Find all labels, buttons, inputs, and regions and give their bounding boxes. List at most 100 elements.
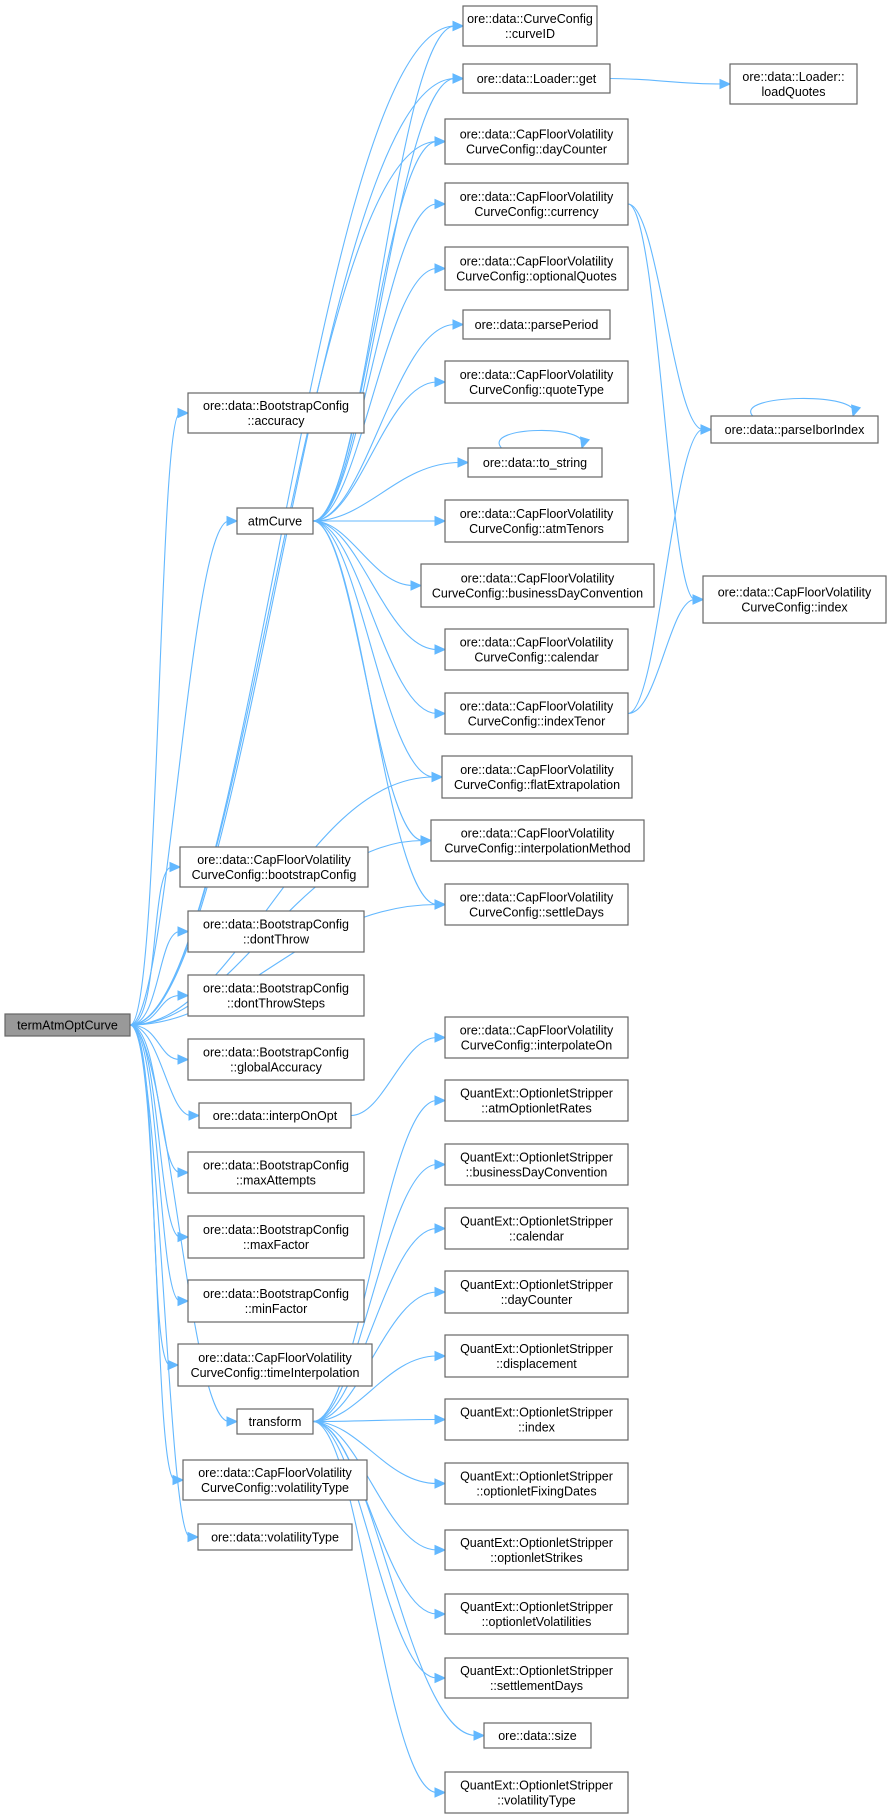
edge-atm-curve-to-cfvc-atm-tenors <box>312 515 447 527</box>
arrowhead-icon <box>177 926 190 937</box>
node-os-settlement-days[interactable]: QuantExt::OptionletStripper::settlementD… <box>444 1657 629 1699</box>
edge-line <box>609 77 723 85</box>
node-os-displacement[interactable]: QuantExt::OptionletStripper::displacemen… <box>444 1334 629 1378</box>
node-os-optionlet-strikes[interactable]: QuantExt::OptionletStripper::optionletSt… <box>444 1529 629 1571</box>
node-label: QuantExt::OptionletStripper <box>460 1342 613 1356</box>
node-cfvc-atm-tenors[interactable]: ore::data::CapFloorVolatilityCurveConfig… <box>444 499 629 543</box>
node-box <box>444 1334 629 1378</box>
edge-line <box>129 1024 192 1117</box>
node-os-index[interactable]: QuantExt::OptionletStripper::index <box>444 1398 629 1441</box>
node-box <box>430 819 645 862</box>
arrowhead-icon <box>473 1730 486 1741</box>
node-cfvc-settle-days[interactable]: ore::data::CapFloorVolatilityCurveConfig… <box>444 883 629 926</box>
node-cfvc-interpolation-method[interactable]: ore::data::CapFloorVolatilityCurveConfig… <box>430 819 645 862</box>
node-bc-dont-throw[interactable]: ore::data::BootstrapConfig::dontThrow <box>187 910 365 953</box>
node-os-day-counter[interactable]: QuantExt::OptionletStripper::dayCounter <box>444 1270 629 1314</box>
node-to-string[interactable]: ore::data::to_string <box>467 447 603 478</box>
node-bc-max-attempts[interactable]: ore::data::BootstrapConfig::maxAttempts <box>187 1151 365 1194</box>
node-label: ::maxAttempts <box>236 1174 316 1188</box>
node-label: ore::data::CapFloorVolatility <box>460 636 614 650</box>
node-os-business-day-convention[interactable]: QuantExt::OptionletStripper::businessDay… <box>444 1143 629 1186</box>
node-bc-accuracy[interactable]: ore::data::BootstrapConfig::accuracy <box>187 392 365 434</box>
arrowhead-icon <box>452 20 465 32</box>
node-volatility-type[interactable]: ore::data::volatilityType <box>197 1523 353 1551</box>
node-box <box>177 1343 373 1387</box>
edge-transform-to-os-displacement <box>312 1350 447 1423</box>
node-label: QuantExt::OptionletStripper <box>460 1406 613 1420</box>
arrowhead-icon <box>434 1478 447 1489</box>
edge-line <box>750 397 854 417</box>
node-label: ore::data::BootstrapConfig <box>203 1287 349 1301</box>
node-label: QuantExt::OptionletStripper <box>460 1087 613 1101</box>
node-box <box>462 63 611 94</box>
node-box <box>444 499 629 543</box>
node-cfvc-currency[interactable]: ore::data::CapFloorVolatilityCurveConfig… <box>444 182 629 226</box>
node-loader-get[interactable]: ore::data::Loader::get <box>462 63 611 94</box>
node-os-optionlet-volatilities[interactable]: QuantExt::OptionletStripper::optionletVo… <box>444 1593 629 1635</box>
node-os-atm-optionlet-rates[interactable]: QuantExt::OptionletStripper::atmOptionle… <box>444 1079 629 1122</box>
node-label: CurveConfig::businessDayConvention <box>432 587 643 601</box>
arrowhead-icon <box>169 861 182 873</box>
node-atm-curve[interactable]: atmCurve <box>236 507 314 535</box>
node-term-atm-opt-curve[interactable]: termAtmOptCurve <box>4 1013 131 1037</box>
arrowhead-icon <box>434 644 447 655</box>
node-size[interactable]: ore::data::size <box>483 1722 592 1749</box>
node-box <box>444 1079 629 1122</box>
node-label: ore::data::CapFloorVolatility <box>460 190 614 204</box>
arrowhead-icon <box>177 1295 190 1307</box>
node-label: ore::data::CapFloorVolatility <box>198 1351 352 1365</box>
edge-transform-to-os-index <box>312 1414 447 1425</box>
edge-line <box>129 1024 230 1423</box>
node-label: ore::data::CapFloorVolatility <box>461 572 615 586</box>
node-box <box>444 118 629 165</box>
arrowhead-icon <box>226 515 239 527</box>
node-parse-ibor-index[interactable]: ore::data::parseIborIndex <box>710 415 879 444</box>
node-cfvc-quote-type[interactable]: ore::data::CapFloorVolatilityCurveConfig… <box>444 360 629 404</box>
node-cfvc-bootstrap-config[interactable]: ore::data::CapFloorVolatilityCurveConfig… <box>179 846 369 888</box>
node-bc-min-factor[interactable]: ore::data::BootstrapConfig::minFactor <box>187 1279 365 1323</box>
node-box <box>444 1771 629 1814</box>
node-label: ::displacement <box>496 1357 577 1371</box>
edge-term-atm-opt-curve-to-atm-curve <box>129 515 239 1026</box>
node-os-optionlet-fixing-dates[interactable]: QuantExt::OptionletStripper::optionletFi… <box>444 1462 629 1505</box>
node-label: atmCurve <box>248 515 302 529</box>
node-label: ore::data::CurveConfig <box>467 12 593 26</box>
node-label: ::accuracy <box>248 414 306 428</box>
node-cfvc-business-day-convention[interactable]: ore::data::CapFloorVolatilityCurveConfig… <box>420 563 655 608</box>
arrowhead-icon <box>434 1095 447 1106</box>
node-cfvc-flat-extrapolation[interactable]: ore::data::CapFloorVolatilityCurveConfig… <box>441 755 633 799</box>
arrowhead-icon <box>226 1416 239 1427</box>
edge-line <box>312 1227 438 1423</box>
arrowhead-icon <box>434 136 447 147</box>
node-cfvc-volatility-type[interactable]: ore::data::CapFloorVolatilityCurveConfig… <box>182 1459 368 1501</box>
node-bc-dont-throw-steps[interactable]: ore::data::BootstrapConfig::dontThrowSte… <box>187 974 365 1017</box>
arrowhead-icon <box>434 1159 447 1170</box>
arrowhead-icon <box>457 457 470 468</box>
node-cfvc-interpolate-on[interactable]: ore::data::CapFloorVolatilityCurveConfig… <box>444 1016 629 1059</box>
node-label: ore::data::BootstrapConfig <box>203 1223 349 1237</box>
node-cfvc-calendar[interactable]: ore::data::CapFloorVolatilityCurveConfig… <box>444 628 629 671</box>
node-bc-global-accuracy[interactable]: ore::data::BootstrapConfig::globalAccura… <box>187 1038 365 1081</box>
node-cfvc-day-counter[interactable]: ore::data::CapFloorVolatilityCurveConfig… <box>444 118 629 165</box>
node-cfvc-index-tenor[interactable]: ore::data::CapFloorVolatilityCurveConfig… <box>444 692 629 735</box>
node-os-calendar[interactable]: QuantExt::OptionletStripper::calendar <box>444 1207 629 1250</box>
edge-atm-curve-to-cfvc-day-counter <box>312 136 447 522</box>
node-transform[interactable]: transform <box>236 1408 314 1435</box>
node-box <box>462 5 598 47</box>
edge-line <box>498 429 583 449</box>
edge-transform-to-os-volatility-type <box>312 1420 447 1798</box>
node-parse-period[interactable]: ore::data::parsePeriod <box>462 309 611 340</box>
node-cfvc-index[interactable]: ore::data::CapFloorVolatilityCurveConfig… <box>702 575 887 624</box>
edge-line <box>312 1163 438 1423</box>
node-cfvc-time-interpolation[interactable]: ore::data::CapFloorVolatilityCurveConfig… <box>177 1343 373 1387</box>
node-interp-on-opt[interactable]: ore::data::interpOnOpt <box>198 1102 352 1129</box>
node-cfvc-optional-quotes[interactable]: ore::data::CapFloorVolatilityCurveConfig… <box>444 246 629 291</box>
edge-cfvc-currency-to-parse-ibor-index <box>627 203 713 435</box>
node-label: ore::data::size <box>498 1729 577 1743</box>
node-loader-load-quotes[interactable]: ore::data::Loader::loadQuotes <box>729 63 858 105</box>
node-label: ore::data::CapFloorVolatility <box>460 891 614 905</box>
node-label: CurveConfig::bootstrapConfig <box>192 868 357 882</box>
node-bc-max-factor[interactable]: ore::data::BootstrapConfig::maxFactor <box>187 1215 365 1259</box>
node-os-volatility-type[interactable]: QuantExt::OptionletStripper::volatilityT… <box>444 1771 629 1814</box>
node-cc-curve-id[interactable]: ore::data::CurveConfig::curveID <box>462 5 598 47</box>
